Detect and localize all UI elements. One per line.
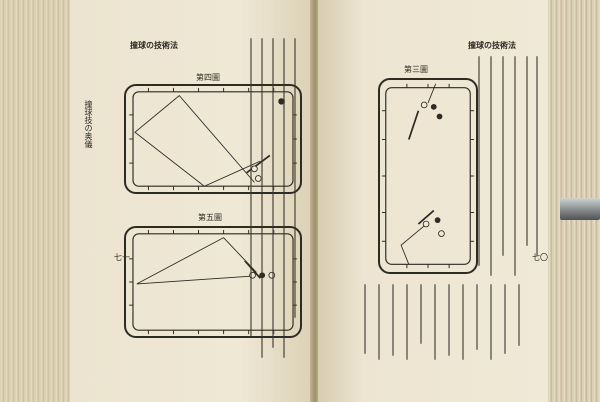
left-page: 撞球の技術法 撞球技の奥儀 第四圖	[70, 0, 312, 402]
figure-3-ball-top-dark	[430, 104, 437, 110]
figure-3-ball-bottom-dark	[434, 217, 441, 224]
body-text-column-right-top	[476, 56, 540, 276]
figure-3-ball-top-white	[420, 101, 428, 109]
right-page: 撞球の技術法 第三圖	[318, 0, 548, 402]
figure-4-label: 第四圖	[196, 73, 220, 82]
figure-3-diagram	[381, 83, 475, 269]
figure-4-ball-path	[134, 95, 261, 187]
figure-5-billiard-table	[124, 226, 302, 338]
figure-3-path-top	[427, 83, 437, 104]
bookmark-tab	[560, 198, 600, 220]
figure-3-ball-bottom-white-2	[438, 230, 445, 237]
left-page-number: 七一	[114, 253, 130, 262]
right-page-number: 七〇	[532, 253, 548, 262]
figure-3-label: 第三圖	[404, 65, 428, 74]
body-text-column-center	[246, 38, 304, 358]
figure-3-ball-top-dark-2	[436, 113, 443, 120]
figure-5-diagram	[129, 229, 297, 335]
figure-3-cue-top	[407, 110, 420, 140]
figure-5-ball-path	[136, 237, 257, 285]
figure-5-label: 第五圖	[198, 213, 222, 222]
figure-3-ball-bottom-white	[422, 220, 430, 228]
figure-3-ball-path	[400, 225, 425, 265]
left-side-title: 撞球技の奥儀	[84, 100, 93, 148]
figure-3-cue-bottom	[417, 209, 435, 225]
page-edges-left	[0, 0, 70, 402]
left-running-head: 撞球の技術法	[130, 40, 178, 50]
figure-5-cue	[244, 260, 261, 279]
body-text-column-right-bottom	[358, 284, 538, 362]
figure-3-billiard-table	[378, 78, 478, 274]
right-running-head: 撞球の技術法	[468, 40, 516, 50]
book-gutter	[310, 0, 320, 402]
